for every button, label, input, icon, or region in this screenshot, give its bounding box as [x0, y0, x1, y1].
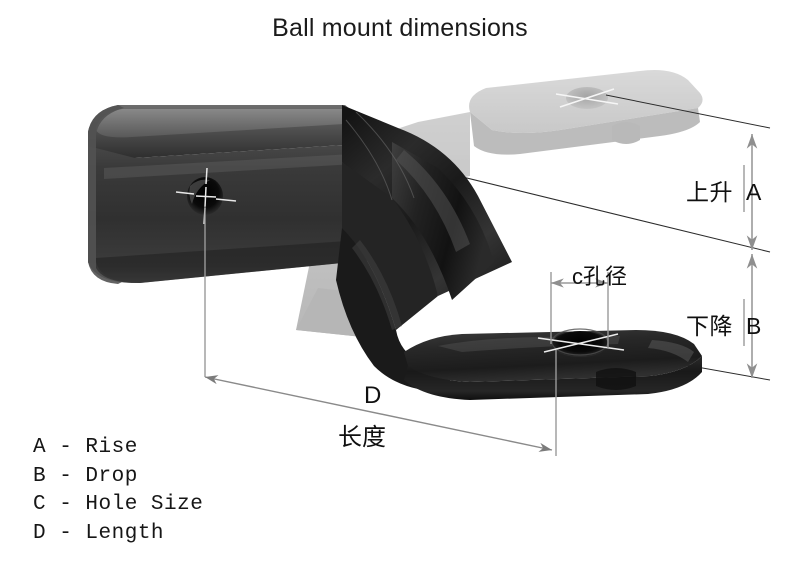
drop-arm-facet — [342, 162, 438, 330]
legend-item-rise: A - Rise — [33, 436, 138, 459]
legend-item-drop: B - Drop — [33, 464, 138, 488]
legend-item-length: D - Length — [33, 521, 165, 545]
length-dim-arrow — [204, 375, 553, 452]
shank-top-highlight — [96, 109, 360, 138]
hole-size-dimension — [550, 272, 609, 348]
shank-left-cap — [88, 105, 124, 284]
ghost-plate-notch — [612, 122, 640, 144]
rise-dimension-label: 上升 A — [686, 173, 762, 207]
drop-plate-notch — [596, 368, 636, 390]
rise-drop-dimensions — [743, 134, 758, 378]
drop-label-letter: B — [746, 313, 762, 339]
length-label-cn: 长度 — [338, 424, 386, 451]
drop-arm-outer-curve — [336, 228, 452, 392]
page-title: Ball mount dimensions — [272, 14, 528, 42]
drop-label-cn: 下降 — [686, 313, 733, 339]
ball-mount-solid — [88, 105, 702, 400]
drop-plate-right-gloss — [648, 340, 694, 362]
legend: A - Rise B - Drop C - Hole Size D - Leng… — [33, 434, 203, 548]
shank-hole-inner-shadow — [189, 179, 210, 204]
legend-item-hole-size: C - Hole Size — [33, 493, 204, 516]
ghost-top-plate-front — [470, 108, 700, 155]
ghost-hole-crosshair — [555, 88, 619, 108]
drop-plate-hole-crosshair — [537, 333, 625, 353]
drop-arm-highlight — [396, 150, 470, 252]
reference-line-top — [605, 94, 771, 129]
hole-size-label: c孔径 — [572, 264, 628, 289]
rise-label-cn: 上升 — [686, 179, 733, 205]
drop-arm-creases — [345, 111, 415, 201]
length-label-letter: D — [364, 382, 382, 409]
drop-arm-highlight-2 — [352, 240, 402, 330]
drop-dimension-label: 下降 B — [686, 307, 762, 341]
length-dimension — [204, 206, 557, 456]
shank-front-highlight — [104, 152, 388, 179]
shank-bottom-edge — [96, 238, 392, 283]
drop-plate-top — [404, 330, 702, 382]
rise-label-letter: A — [746, 179, 762, 205]
